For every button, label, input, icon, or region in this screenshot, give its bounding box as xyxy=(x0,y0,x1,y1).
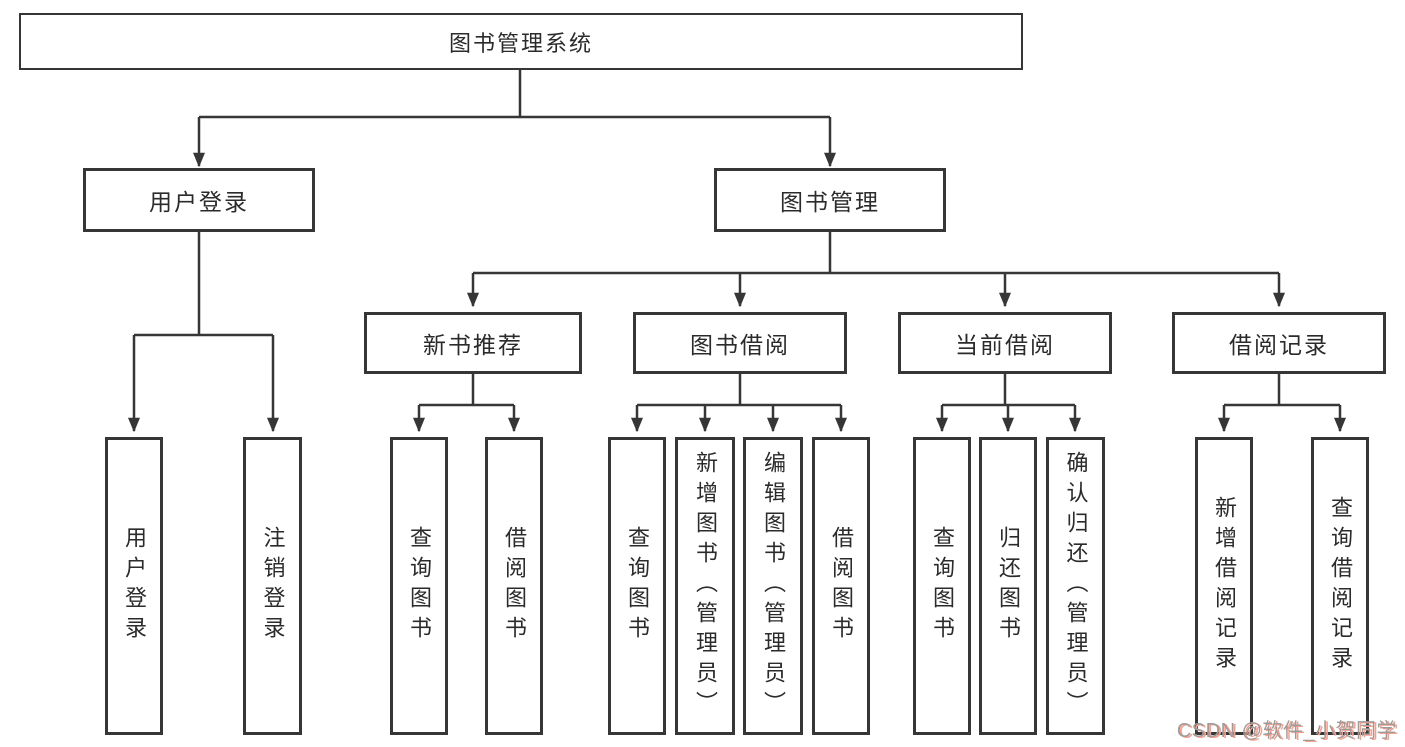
leaf-add-borrow-record: 新增借阅记录 xyxy=(1195,437,1253,735)
leaf-user-login-action: 用户登录 xyxy=(105,437,163,735)
leaf-label: 注销登录 xyxy=(260,526,286,646)
leaf-label: 新增借阅记录 xyxy=(1212,496,1237,676)
leaf-label: 查询图书 xyxy=(407,526,432,646)
leaf-confirm-return-admin: 确认归还（管理员） xyxy=(1046,437,1105,735)
leaf-query-borrow-record: 查询借阅记录 xyxy=(1311,437,1369,735)
leaf-add-books-admin: 新增图书（管理员） xyxy=(675,437,735,735)
node-new-book-recommendation: 新书推荐 xyxy=(364,312,582,374)
leaf-label: 借阅图书 xyxy=(829,526,854,646)
node-current-borrowing: 当前借阅 xyxy=(898,312,1112,374)
leaf-return-books: 归还图书 xyxy=(979,437,1037,735)
leaf-label: 归还图书 xyxy=(996,526,1021,646)
leaf-query-books-current: 查询图书 xyxy=(913,437,971,735)
node-book-management: 图书管理 xyxy=(714,168,946,232)
node-borrowing-records: 借阅记录 xyxy=(1172,312,1386,374)
leaf-edit-books-admin: 编辑图书（管理员） xyxy=(743,437,803,735)
leaf-label: 编辑图书（管理员） xyxy=(761,451,786,721)
leaf-query-books-borrowing: 查询图书 xyxy=(608,437,666,735)
leaf-label: 查询图书 xyxy=(625,526,650,646)
leaf-label: 新增图书（管理员） xyxy=(693,451,718,721)
node-user-login: 用户登录 xyxy=(83,168,315,232)
leaf-borrow-books-recommend: 借阅图书 xyxy=(485,437,543,735)
watermark: CSDN @软件_小贺同学 xyxy=(1176,720,1397,742)
leaf-query-books-recommend: 查询图书 xyxy=(390,437,448,735)
leaf-label: 确认归还（管理员） xyxy=(1063,451,1089,721)
node-library-system: 图书管理系统 xyxy=(19,13,1023,70)
leaf-label: 查询图书 xyxy=(930,526,955,646)
leaf-borrow-books-borrowing: 借阅图书 xyxy=(812,437,870,735)
leaf-label: 借阅图书 xyxy=(502,526,527,646)
leaf-label: 用户登录 xyxy=(122,526,147,646)
leaf-label: 查询借阅记录 xyxy=(1328,496,1353,676)
leaf-logout-action: 注销登录 xyxy=(243,437,302,735)
node-book-borrowing: 图书借阅 xyxy=(633,312,847,374)
